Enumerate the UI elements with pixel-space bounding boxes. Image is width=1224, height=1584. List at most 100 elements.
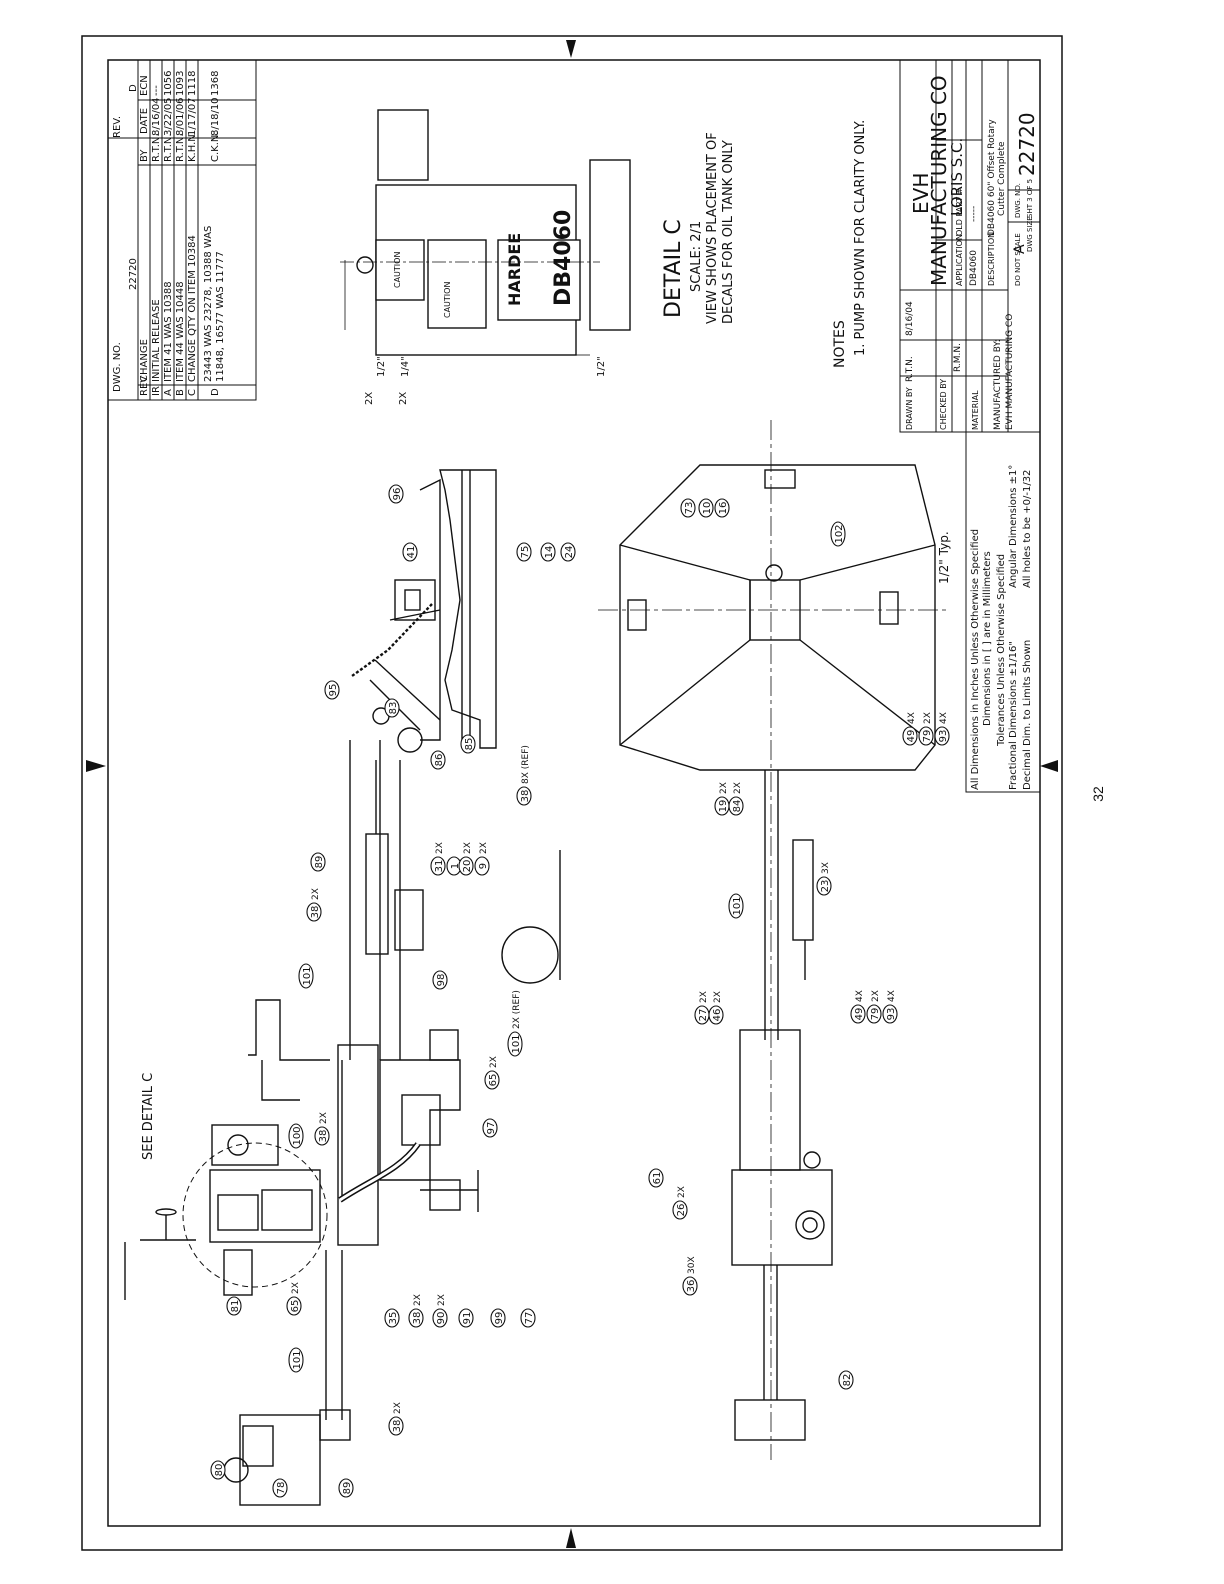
description-line-2: Cutter Complete	[997, 141, 1007, 216]
upper-callout-80: 80	[210, 1460, 226, 1480]
upper-callout-number: 81	[230, 1300, 241, 1313]
lower-callout-number: 73	[684, 502, 695, 515]
upper-callout-91: 91	[458, 1308, 474, 1328]
upper-callout-qty: 8X (REF)	[521, 745, 531, 784]
sheet-number: SHT 3 OF 5	[1026, 179, 1034, 218]
tolerance-line-3: Tolerances Unless Otherwise Specified	[996, 554, 1007, 747]
lower-callout-number: 93	[886, 1008, 897, 1021]
detail-c-decal-brand: HARDEE	[505, 233, 524, 306]
lower-callout-number: 101	[732, 896, 743, 915]
lower-callout-qty: 2X	[677, 1186, 687, 1198]
do-not-scale: DO NOT SCALE	[1014, 233, 1022, 286]
upper-callout-qty: 2X	[319, 1112, 329, 1124]
rev-label: REV.	[112, 116, 123, 138]
upper-callout-number: 90	[436, 1312, 447, 1325]
upper-callout-number: 101	[511, 1034, 522, 1053]
upper-callout-77: 77	[520, 1308, 536, 1328]
rev-row-5-by: C.K.N.	[210, 131, 221, 162]
detail-c-title: DETAIL C	[661, 219, 686, 318]
detail-c-dim-half-b: 1/2"	[596, 356, 607, 377]
upper-callout-24: 24	[560, 542, 576, 562]
upper-callout-number: 98	[436, 974, 447, 987]
lower-callout-number: 84	[732, 800, 743, 813]
rev-header-date: DATE	[139, 108, 150, 134]
upper-callout-qty: 2X	[435, 842, 445, 854]
detail-c-desc-2: DECALS FOR OIL TANK ONLY	[721, 140, 736, 324]
upper-callout-99: 99	[490, 1308, 506, 1328]
rev-header-rev: REV	[139, 376, 150, 396]
upper-callout-qty: 2X	[311, 888, 321, 900]
rev-row-2-date: 3/22/05	[163, 97, 174, 136]
upper-callout-number: 100	[292, 1126, 303, 1145]
lower-callout-qty: 2X	[733, 782, 743, 794]
title-dwg-no: 22720	[1015, 112, 1039, 176]
rev-row-5-change: 23443 WAS 23278, 10388 WAS	[203, 226, 214, 382]
page-number: 32	[1090, 786, 1106, 802]
upper-callout-number: 20	[462, 860, 473, 873]
rev-row-3-rev: B	[175, 389, 186, 396]
tolerance-line-5: Angular Dimensions ±1°	[1008, 465, 1019, 588]
inner-border	[107, 59, 1041, 1527]
upper-callout-number: 38	[310, 906, 321, 919]
detail-c-drawing	[340, 109, 631, 356]
upper-callout-78: 78	[272, 1478, 288, 1498]
title-dwg-no-label: DWG. NO.	[1014, 183, 1022, 218]
upper-callout-101: 101 2X (REF)	[507, 990, 523, 1057]
lower-callout-number: 79	[870, 1008, 881, 1021]
rev-row-1-date: 8/16/04	[151, 97, 162, 136]
lower-callout-number: 19	[718, 800, 729, 813]
material-value: R.M.N.	[953, 343, 963, 372]
upper-callout-qty: 2X (REF)	[512, 990, 522, 1029]
lower-callout-number: 10	[702, 502, 713, 515]
rev-row-4-date: 1/17/07	[187, 97, 198, 136]
lower-callout-number: 61	[652, 1172, 663, 1185]
upper-callout-qty: 2X	[479, 842, 489, 854]
lower-callout-101: 101	[728, 893, 744, 919]
rev-row-4-by: K.H.N	[187, 134, 198, 162]
title-block-frame	[899, 59, 1041, 793]
rev-header-ecn: ECN	[139, 75, 150, 96]
upper-callout-35: 35	[384, 1308, 400, 1328]
lower-callout-number: 102	[834, 524, 845, 543]
upper-callout-number: 75	[520, 546, 531, 559]
description-label: DESCRIPTION	[987, 232, 996, 286]
application-value: DB4060	[969, 250, 979, 286]
outer-border	[81, 35, 1063, 1551]
upper-callout-number: 65	[488, 1074, 499, 1087]
dwg-size-label: DWG SIZE	[1026, 216, 1034, 252]
notes-item-1: 1. PUMP SHOWN FOR CLARITY ONLY.	[853, 120, 868, 356]
rev-row-1-rev: IR	[151, 386, 162, 396]
upper-callout-number: 1	[450, 863, 461, 869]
upper-callout-89: 89	[338, 1478, 354, 1498]
drawn-by-value: R.T.N.	[905, 356, 915, 382]
manufactured-by-label: MANUFACTURED BY:	[993, 339, 1003, 430]
upper-callout-number: 41	[406, 546, 417, 559]
lower-callout-qty: 3X	[821, 862, 831, 874]
material-label: MATERIAL	[971, 390, 980, 430]
lower-callout-number: 93	[938, 730, 949, 743]
upper-callout-38: 38 2X	[306, 888, 322, 922]
upper-callout-89: 89	[310, 852, 326, 872]
upper-callout-number: 38	[392, 1420, 403, 1433]
rev-dwg-no-label: DWG. NO.	[112, 342, 123, 392]
detail-c-caution-1: CAUTION	[393, 252, 402, 288]
lower-callout-qty: 2X	[713, 991, 723, 1003]
rev-header-by: BY	[139, 149, 150, 162]
rev-row-2-change: ITEM 41 WAS 10388	[163, 281, 174, 382]
upper-callout-95: 95	[324, 680, 340, 700]
upper-callout-number: 91	[462, 1312, 473, 1325]
upper-callout-qty: 2X	[291, 1282, 301, 1294]
tolerance-line-7: All holes to be +0/-1/32	[1022, 470, 1033, 588]
upper-callout-number: 101	[302, 966, 313, 985]
lower-callout-102: 102	[830, 521, 846, 547]
upper-callout-number: 65	[290, 1300, 301, 1313]
